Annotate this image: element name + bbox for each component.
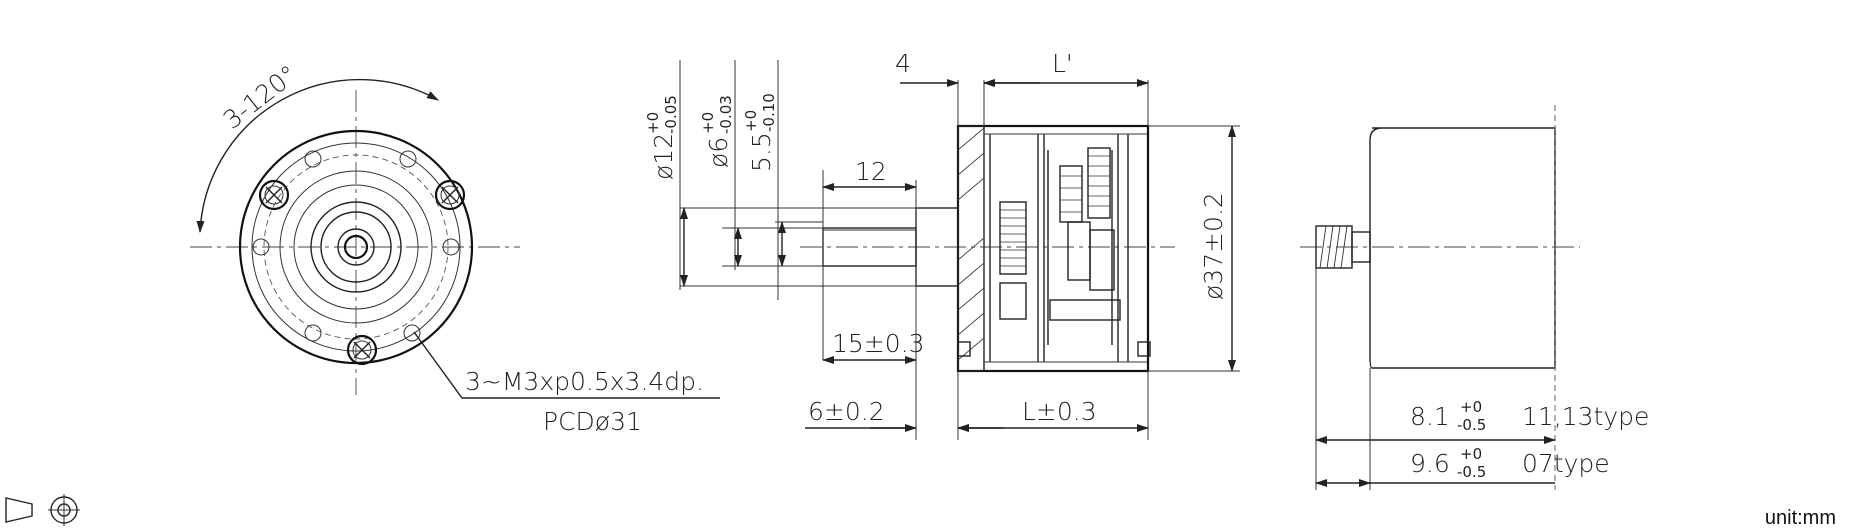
dim-d12-label: ø12 +0 -0.05 [644,95,680,180]
svg-text:8.1: 8.1 [1410,402,1450,431]
dim-flat-label: 5.5 +0 -0.10 [742,93,778,172]
angle-arc [196,78,439,233]
svg-text:07type: 07type [1522,449,1610,478]
svg-text:+0: +0 [699,112,717,134]
front-hole-br [403,324,421,342]
svg-text:-0.10: -0.10 [760,93,778,132]
front-screw-3 [346,334,378,366]
front-hole-tr [399,150,417,168]
dim-4-label: 4 [895,49,911,78]
front-hole-right [442,238,460,256]
front-hole-bl [304,324,322,342]
front-view: 3-120° 3~M3xp0.5x3.4dp. PCDø31 [190,59,720,436]
pcd-note: PCDø31 [543,407,642,436]
front-hole-tl [304,150,322,168]
dim-d37-label: ø37±0.2 [1199,192,1228,300]
third-angle-projection-icon [5,494,80,526]
svg-text:ø12: ø12 [649,133,678,180]
hole-note: 3~M3xp0.5x3.4dp. [465,367,704,396]
dim-12-label: 12 [855,157,887,186]
svg-text:-0.05: -0.05 [662,95,680,134]
dim-d6-label: ø6 +0 -0.03 [699,95,735,168]
dim-15-label: 15±0.3 [832,329,925,358]
svg-text:+0: +0 [1460,398,1482,416]
side-dim1-label: 8.1 +0 -0.5 11,13type [1410,398,1649,434]
svg-text:9.6: 9.6 [1410,449,1450,478]
svg-text:5.5: 5.5 [747,132,776,172]
side-view: 8.1 +0 -0.5 11,13type 9.6 +0 -0.5 07type [1300,105,1649,490]
angle-label: 3-120° [218,59,303,134]
unit-label: unit:mm [1765,507,1836,529]
svg-text:-0.5: -0.5 [1457,463,1486,481]
svg-text:+0: +0 [742,110,760,132]
dim-L-label: L±0.3 [1022,397,1097,426]
svg-text:+0: +0 [644,112,662,134]
svg-text:+0: +0 [1460,445,1482,463]
gear-train [957,147,1151,357]
gearbox-housing [956,124,1150,373]
flange-hatch [957,127,985,361]
hole-leader [413,331,720,399]
dim-6-label: 6±0.2 [808,397,885,426]
pinion-teeth [1319,225,1348,269]
svg-text:-0.03: -0.03 [717,95,735,134]
section-view: ø12 +0 -0.05 ø6 +0 -0.03 5.5 +0 -0.10 4 … [644,49,1240,440]
dim-lprime-label: L' [1052,49,1073,78]
side-dim2-label: 9.6 +0 -0.5 07type [1410,445,1610,481]
front-hole-left [252,238,270,256]
motor-body [1369,127,1556,369]
front-shaft-core [343,234,369,260]
svg-text:-0.5: -0.5 [1457,416,1486,434]
svg-text:ø6: ø6 [704,137,733,168]
svg-text:11,13type: 11,13type [1522,402,1649,431]
